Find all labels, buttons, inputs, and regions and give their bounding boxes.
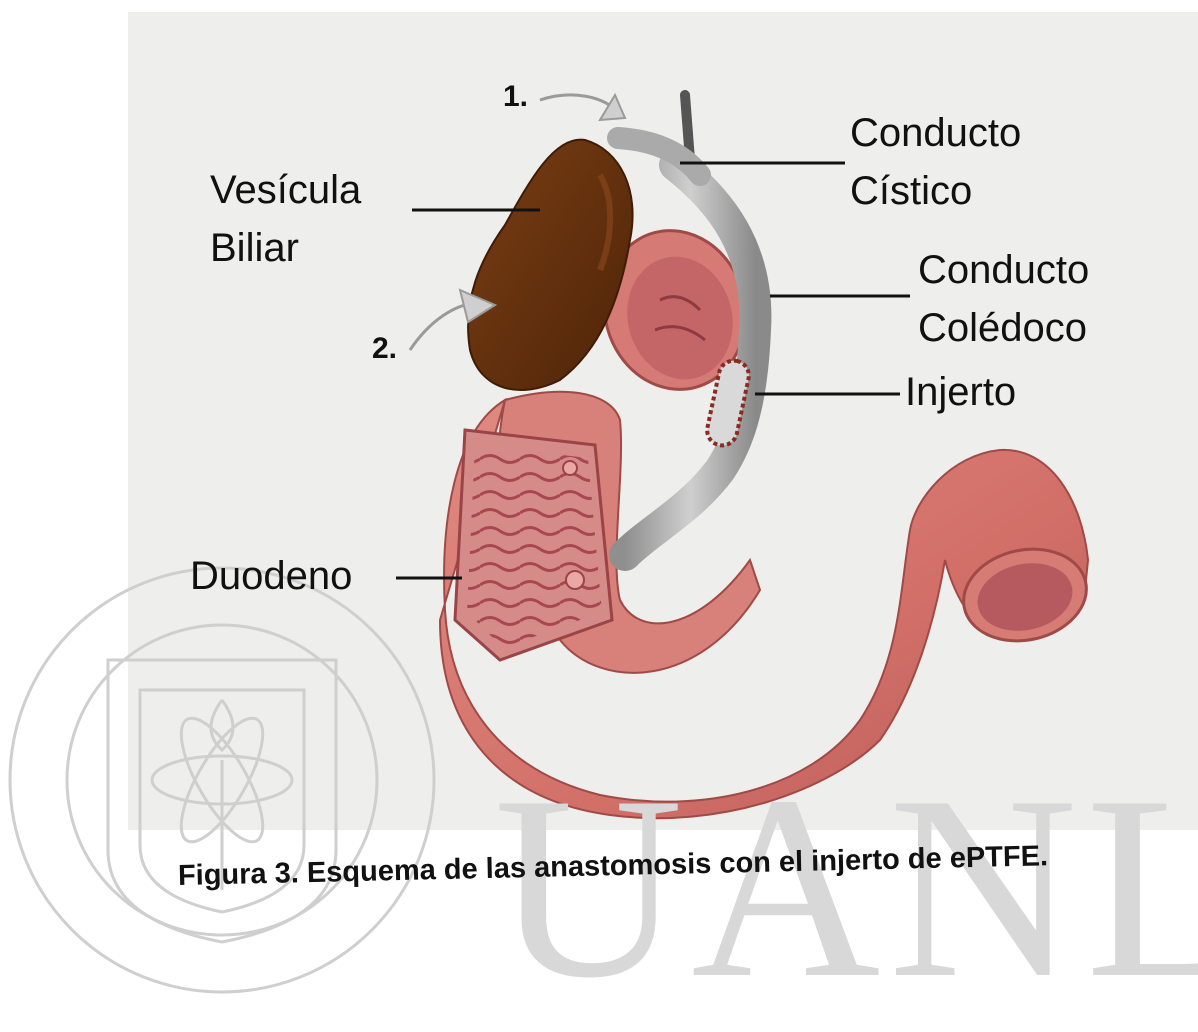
label-common-bile-line2: Colédoco (918, 300, 1087, 356)
label-gallbladder-line2: Biliar (210, 220, 299, 276)
label-common-bile-line1: Conducto (918, 242, 1089, 298)
marker-1: 1. (503, 80, 528, 114)
label-cystic-line1: Conducto (850, 105, 1021, 161)
label-graft: Injerto (905, 364, 1016, 420)
label-duodenum: Duodeno (190, 548, 352, 604)
watermark-letters: UANL (494, 772, 1198, 1002)
label-cystic-line2: Cístico (850, 163, 972, 219)
label-gallbladder-line1: Vesícula (210, 162, 361, 218)
arrow-1-head (600, 95, 625, 120)
university-seal-watermark (10, 568, 434, 992)
marker-2: 2. (372, 332, 397, 366)
gallbladder (468, 140, 632, 390)
